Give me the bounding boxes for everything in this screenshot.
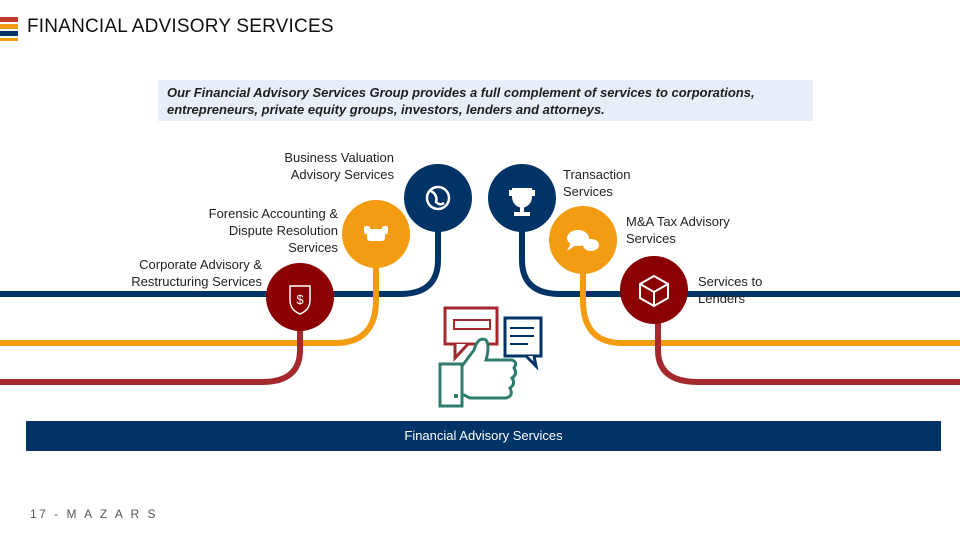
label-corporate-advisory: Corporate Advisory & Restructuring Servi… [131,257,262,289]
circle-lenders [620,256,688,324]
label-forensic: Forensic Accounting & Dispute Resolution… [208,206,338,255]
label-ma-tax: M&A Tax Advisory Services [626,214,730,246]
label-lenders: Services to Lenders [698,274,763,306]
circle-corporate-advisory [266,263,334,331]
label-transaction: Transaction Services [563,167,631,199]
handshake-icon [364,226,388,241]
circle-business-valuation [404,164,472,232]
brand-flag-stripe-3 [0,31,18,36]
connector-line-forensic [0,258,379,346]
brand-flag-stripe-2 [0,24,18,29]
connector-line-lenders [655,320,960,385]
connector-line-corporate-advisory [0,320,303,385]
trophy-icon [509,188,535,216]
label-business-valuation: Business Valuation Advisory Services [284,150,394,182]
box-icon [639,274,669,308]
intro-text: Our Financial Advisory Services Group pr… [158,80,813,121]
globe-icon [425,185,451,211]
page-title: FINANCIAL ADVISORY SERVICES [27,16,334,37]
connector-line-business-valuation [0,225,441,297]
financial-advisory-services-bar: Financial Advisory Services [26,421,941,451]
chat-bubbles-icon [567,230,599,251]
svg-text:$: $ [296,292,304,307]
brand-flag-stripe-1 [0,17,18,22]
thumbs-up-feedback-icon [438,306,543,408]
connector-line-transaction [519,225,960,297]
brand-flag-stripe-4 [0,38,18,41]
shield-dollar-icon: $ [289,285,311,315]
footer-page-number: 17 - M A Z A R S [30,507,159,521]
connector-line-ma-tax [580,258,960,346]
